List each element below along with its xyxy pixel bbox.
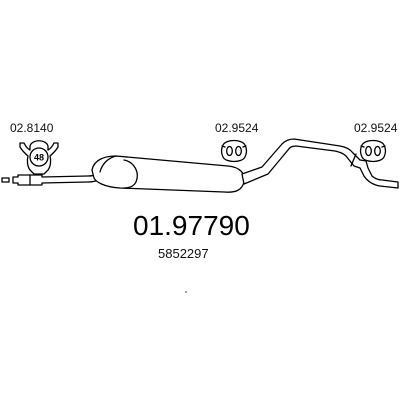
hanger-middle-part-number: 02.9524	[215, 121, 259, 135]
clamp-icon: 48	[19, 140, 59, 175]
silencer-oe-number: 5852297	[158, 246, 209, 261]
hanger-right-part-number: 02.9524	[354, 121, 398, 135]
clamp-part-number: 02.8140	[10, 121, 54, 135]
silencer-assembly	[1, 138, 399, 193]
silencer-part-number: 01.97790	[133, 210, 250, 241]
rubber-hanger-icon	[220, 139, 248, 163]
rubber-hanger-icon	[359, 139, 387, 163]
dot-mark	[185, 291, 187, 293]
clamp-size-label: 48	[34, 153, 44, 163]
